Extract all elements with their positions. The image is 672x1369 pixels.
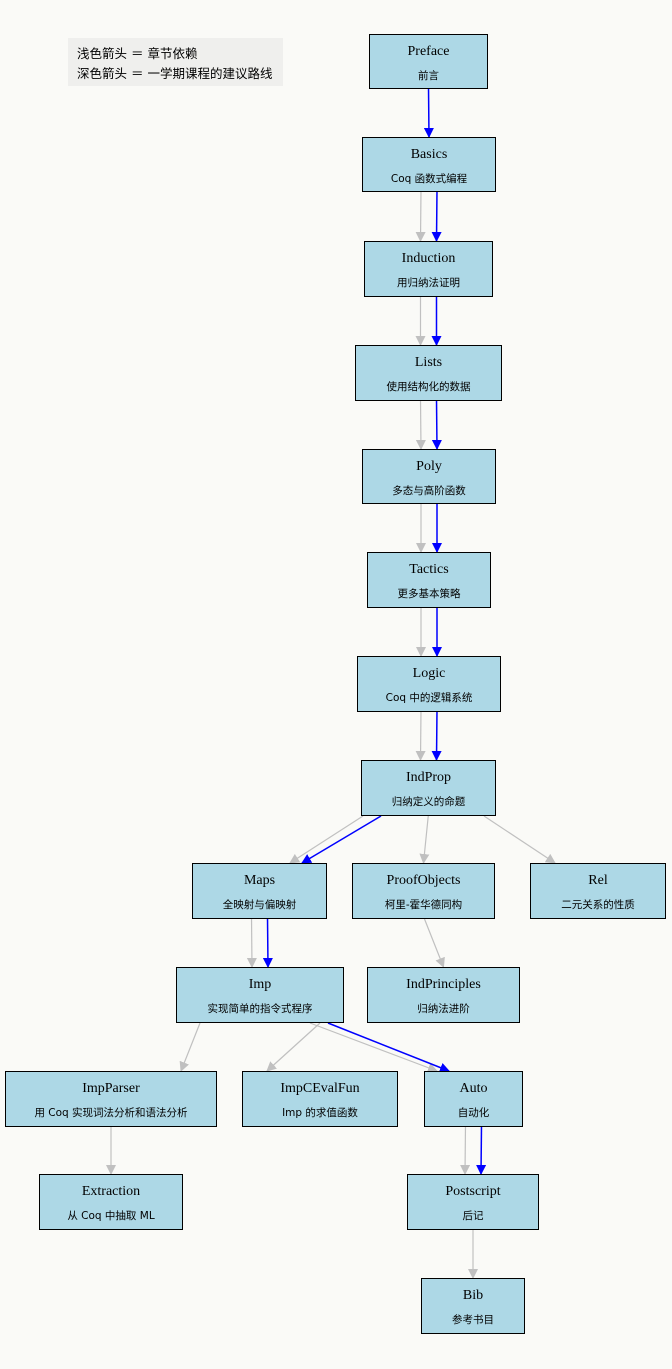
node-bib[interactable]: Bib 参考书目 <box>421 1278 525 1334</box>
node-title: Preface <box>407 44 450 59</box>
node-subtitle: 使用结构化的数据 <box>386 381 471 393</box>
node-subtitle: Imp 的求值函数 <box>282 1107 358 1119</box>
node-indprop[interactable]: IndProp 归纳定义的命题 <box>361 760 496 816</box>
node-induction[interactable]: Induction 用归纳法证明 <box>364 241 493 297</box>
node-subtitle: Coq 中的逻辑系统 <box>385 692 473 704</box>
node-title: ImpCEvalFun <box>280 1081 360 1096</box>
edge-imp-to-auto-light <box>309 1022 438 1073</box>
node-subtitle: 用 Coq 实现词法分析和语法分析 <box>34 1107 188 1119</box>
node-indprinciples[interactable]: IndPrinciples 归纳法进阶 <box>367 967 520 1023</box>
edge-indprop-to-maps-light <box>289 815 364 864</box>
edge-indprop-to-proofobjects-light <box>419 815 430 864</box>
node-imp[interactable]: Imp 实现简单的指令式程序 <box>176 967 344 1023</box>
legend-light-arrow: 浅色箭头 ＝ 章节依赖 <box>77 46 198 61</box>
node-subtitle: Coq 函数式编程 <box>390 173 468 185</box>
node-title: IndProp <box>405 770 452 785</box>
node-extraction[interactable]: Extraction 从 Coq 中抽取 ML <box>39 1174 183 1230</box>
edge-indprop-to-maps-dark <box>301 815 382 864</box>
node-title: Rel <box>588 873 608 888</box>
node-subtitle: 实现简单的指令式程序 <box>207 1003 313 1015</box>
node-subtitle: 后记 <box>462 1210 484 1222</box>
node-title: ProofObjects <box>386 873 461 888</box>
node-subtitle: 多态与高阶函数 <box>392 485 466 497</box>
edge-indprop-to-rel-light <box>483 815 556 864</box>
node-auto[interactable]: Auto 自动化 <box>424 1071 523 1127</box>
node-logic[interactable]: Logic Coq 中的逻辑系统 <box>357 656 501 712</box>
edge-imp-to-impparser-light <box>179 1022 201 1072</box>
node-poly[interactable]: Poly 多态与高阶函数 <box>362 449 496 504</box>
node-subtitle: 参考书目 <box>452 1314 494 1326</box>
edges-layer <box>106 88 556 1279</box>
legend-dark-arrow: 深色箭头 ＝ 一学期课程的建议路线 <box>77 66 273 81</box>
node-title: Logic <box>412 666 446 681</box>
edge-proofobjects-to-indprinciples-light <box>423 918 445 968</box>
node-subtitle: 全映射与偏映射 <box>222 899 297 911</box>
node-title: ImpParser <box>82 1081 140 1096</box>
node-subtitle: 归纳法进阶 <box>417 1003 470 1015</box>
node-title: Tactics <box>409 562 449 577</box>
node-title: Poly <box>416 459 442 474</box>
node-title: Induction <box>401 251 456 266</box>
node-subtitle: 从 Coq 中抽取 ML <box>67 1210 155 1222</box>
node-tactics[interactable]: Tactics 更多基本策略 <box>367 552 491 608</box>
node-impparser[interactable]: ImpParser 用 Coq 实现词法分析和语法分析 <box>5 1071 217 1127</box>
edge-imp-to-auto-dark <box>327 1022 450 1073</box>
node-subtitle: 柯里-霍华德同构 <box>384 899 463 911</box>
legend: 浅色箭头 ＝ 章节依赖 深色箭头 ＝ 一学期课程的建议路线 <box>68 38 283 86</box>
node-subtitle: 更多基本策略 <box>397 588 461 600</box>
node-title: Postscript <box>445 1184 501 1199</box>
node-subtitle: 自动化 <box>457 1107 490 1119</box>
node-proofobjects[interactable]: ProofObjects 柯里-霍华德同构 <box>352 863 495 919</box>
node-subtitle: 二元关系的性质 <box>561 899 635 911</box>
node-basics[interactable]: Basics Coq 函数式编程 <box>362 137 496 192</box>
node-postscript[interactable]: Postscript 后记 <box>407 1174 539 1230</box>
node-title: Auto <box>459 1081 488 1096</box>
node-subtitle: 前言 <box>418 70 439 82</box>
node-rel[interactable]: Rel 二元关系的性质 <box>530 863 666 919</box>
node-subtitle: 归纳定义的命题 <box>391 796 466 808</box>
node-lists[interactable]: Lists 使用结构化的数据 <box>355 345 502 401</box>
node-title: Basics <box>410 147 448 162</box>
node-title: Bib <box>462 1288 484 1303</box>
edge-imp-to-impcevalfun-light <box>266 1022 321 1072</box>
node-title: Maps <box>243 873 276 888</box>
node-title: Imp <box>248 977 272 992</box>
node-title: Lists <box>414 355 443 370</box>
node-impcevalfun[interactable]: ImpCEvalFun Imp 的求值函数 <box>242 1071 398 1127</box>
node-subtitle: 用归纳法证明 <box>397 277 460 289</box>
node-maps[interactable]: Maps 全映射与偏映射 <box>192 863 327 919</box>
node-title: IndPrinciples <box>406 977 481 992</box>
node-preface[interactable]: Preface 前言 <box>369 34 488 89</box>
node-title: Extraction <box>81 1184 141 1199</box>
